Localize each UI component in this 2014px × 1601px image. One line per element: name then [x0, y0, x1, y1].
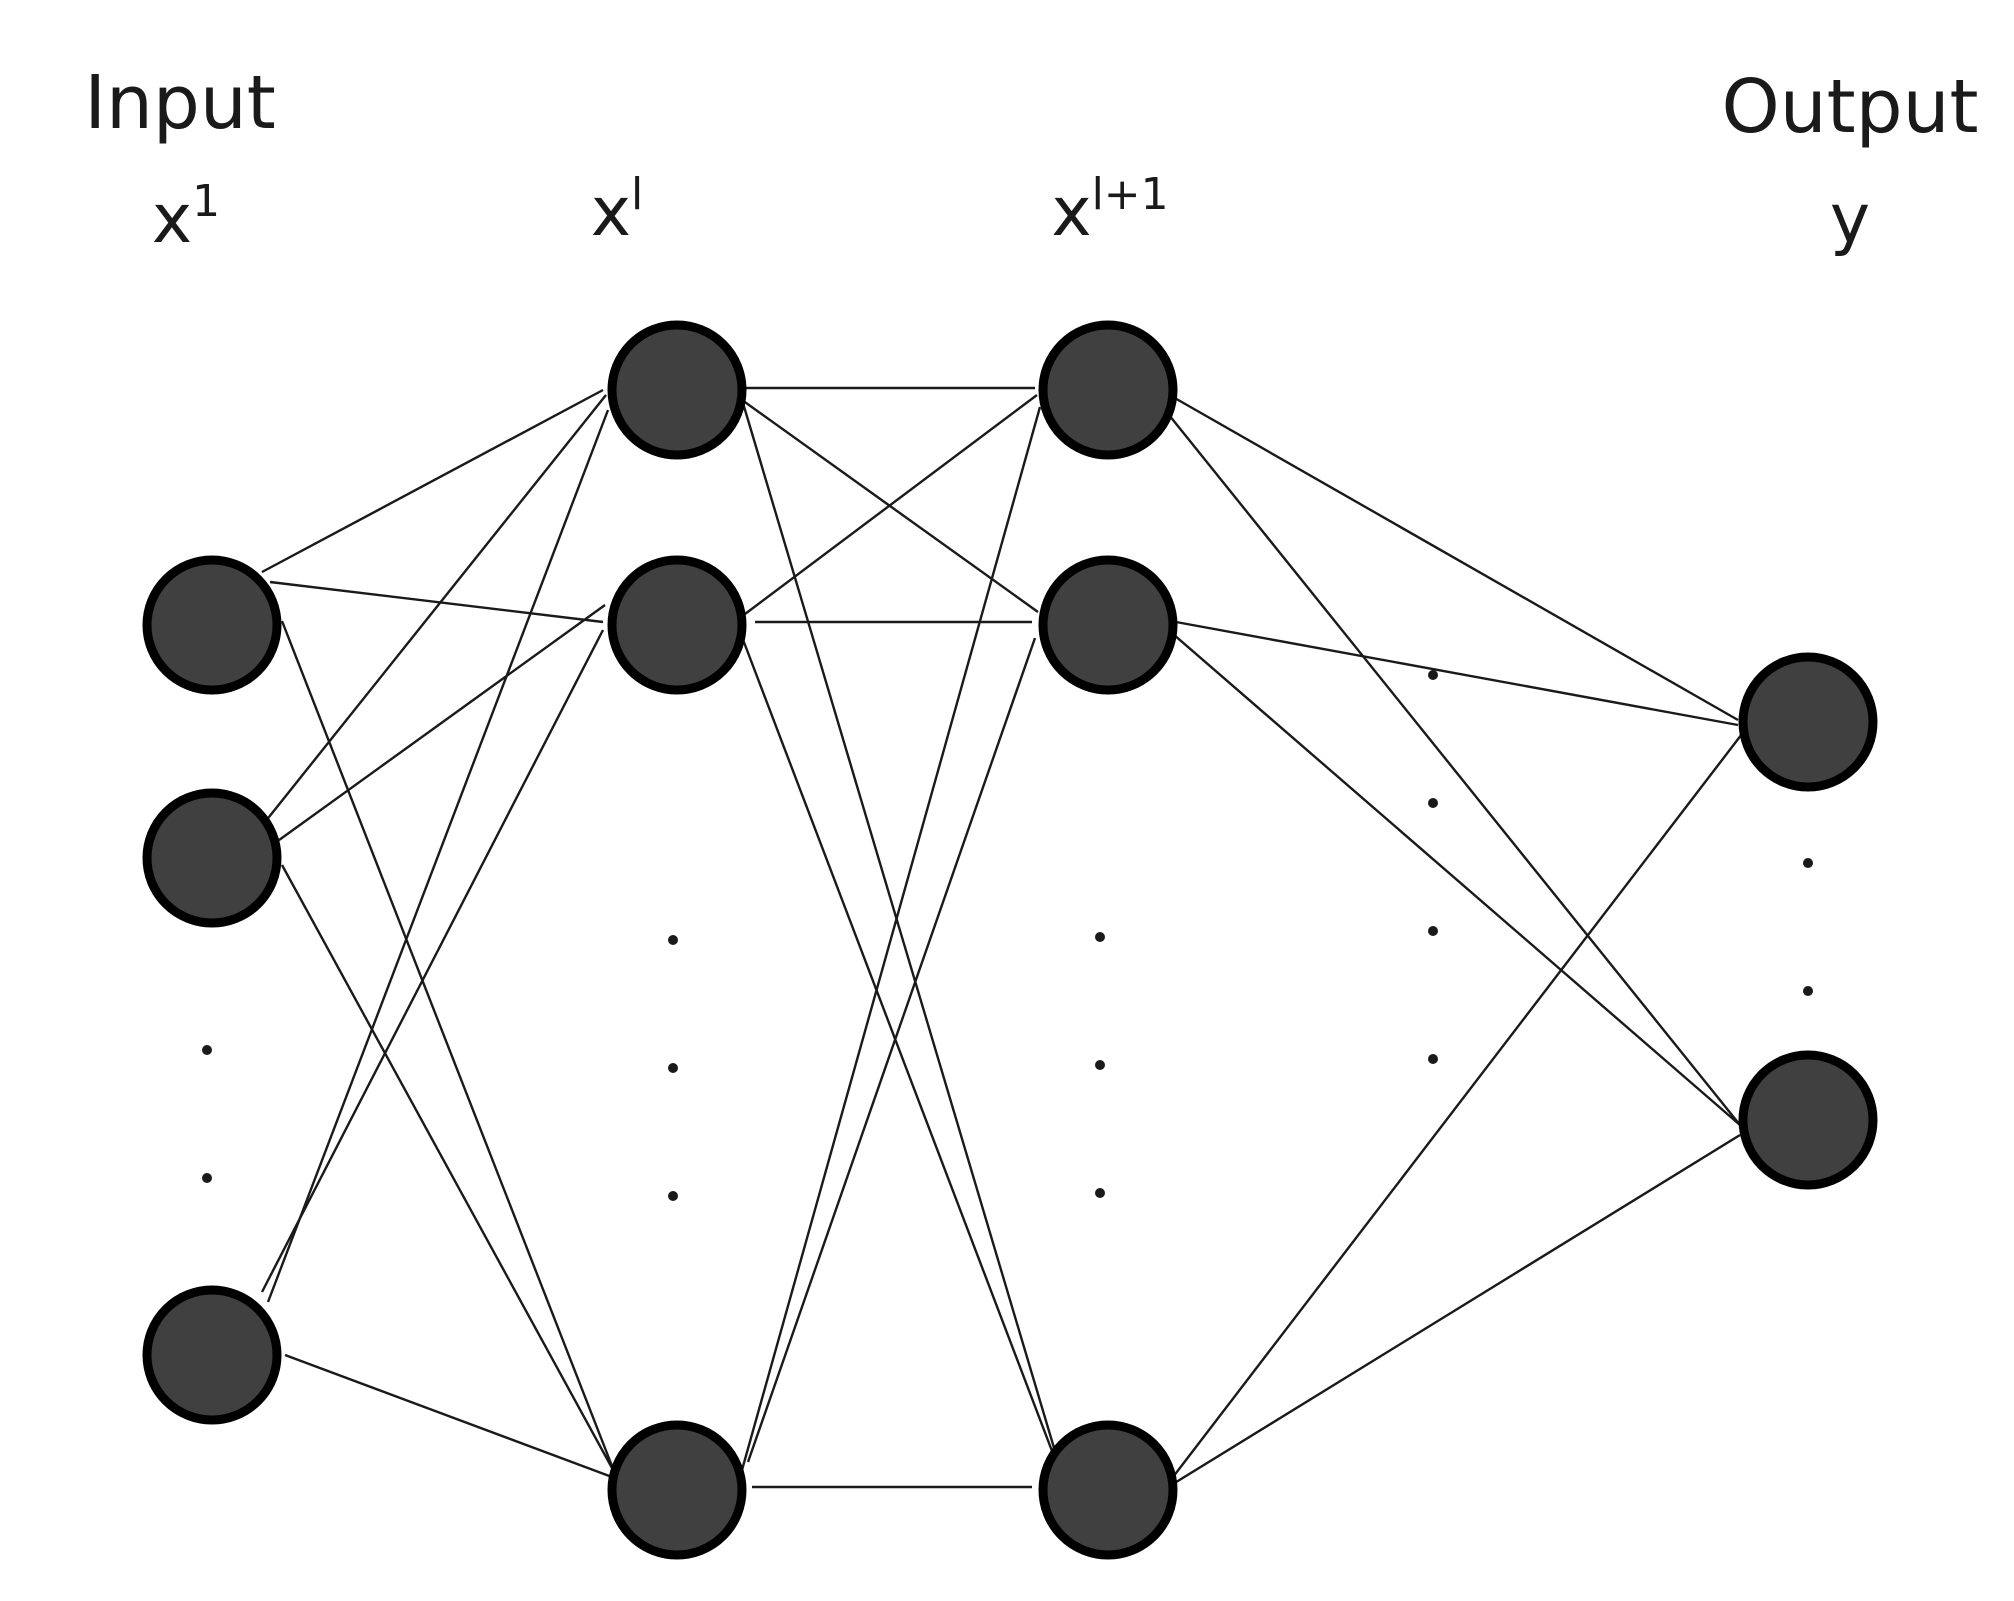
edge [284, 1353, 613, 1479]
layer-l-variable-label: xl [591, 169, 643, 252]
layer-l-plus-1-variable-base: x [1051, 173, 1091, 252]
edge [740, 636, 1062, 1473]
ellipsis-dot [668, 935, 678, 945]
ellipsis-dot [1428, 1054, 1438, 1064]
edge [269, 580, 604, 624]
output-node [1738, 1050, 1878, 1190]
layer-l-variable-superscript: l [631, 169, 643, 220]
ellipsis-dot [1803, 858, 1813, 868]
layer-l-plus-1-variable-superscript: l+1 [1092, 169, 1169, 220]
edge [267, 604, 606, 849]
edge [740, 406, 1042, 1471]
edge [1172, 395, 1739, 722]
ellipsis-dots [202, 670, 1813, 1201]
output-layer-nodes [1738, 652, 1878, 1190]
layer-l-variable-base: x [591, 173, 631, 252]
ellipsis-dot [668, 1191, 678, 1201]
ellipsis-dot [1428, 926, 1438, 936]
edge [1175, 620, 1739, 727]
ellipsis-dot [202, 1173, 212, 1183]
edge [280, 620, 614, 1467]
edges-layer-l-to-layer-l-plus-1 [738, 386, 1062, 1489]
output-layer-title: Output [1721, 64, 1978, 150]
edge [1172, 729, 1746, 1478]
edge [280, 864, 614, 1469]
ellipsis-dot [1428, 670, 1438, 680]
edge [264, 394, 607, 823]
layer-l-plus-1-node [1038, 555, 1178, 695]
edges-layer-l-plus-1-to-output [1164, 395, 1746, 1486]
edge [1164, 409, 1741, 1126]
layer-l-node [607, 1420, 747, 1560]
edge [744, 394, 1038, 615]
ellipsis-dot [1095, 1060, 1105, 1070]
output-node [1738, 652, 1878, 792]
input-variable-superscript: 1 [192, 176, 220, 227]
input-layer-title: Input [84, 60, 276, 146]
input-variable-base: x [152, 180, 192, 259]
edge [266, 409, 610, 1303]
layer-l-plus-1-variable-label: xl+1 [1051, 169, 1168, 252]
edge [261, 388, 604, 574]
ellipsis-dot [1803, 986, 1813, 996]
ellipsis-dot [202, 1045, 212, 1055]
layer-l-node [607, 320, 747, 460]
layer-l-plus-1-nodes [1038, 320, 1178, 1560]
edge [1172, 1133, 1741, 1486]
layer-l-plus-1-node [1038, 320, 1178, 460]
input-variable-label: x1 [152, 176, 220, 259]
layer-l-plus-1-node [1038, 1420, 1178, 1560]
input-node [142, 788, 282, 928]
ellipsis-dot [1428, 798, 1438, 808]
edges-input-to-layer-l [260, 388, 614, 1479]
layer-l-node [607, 555, 747, 695]
input-layer-nodes [142, 555, 282, 1425]
output-variable-label: y [1830, 180, 1870, 259]
edge [1172, 633, 1741, 1126]
ellipsis-dot [668, 1063, 678, 1073]
ellipsis-dot [1095, 1188, 1105, 1198]
input-node [142, 555, 282, 695]
edge [260, 629, 605, 1293]
edge [746, 637, 1037, 1463]
layer-l-nodes [607, 320, 747, 1560]
edge [738, 392, 1062, 1469]
ellipsis-dot [1095, 932, 1105, 942]
input-node [142, 1285, 282, 1425]
